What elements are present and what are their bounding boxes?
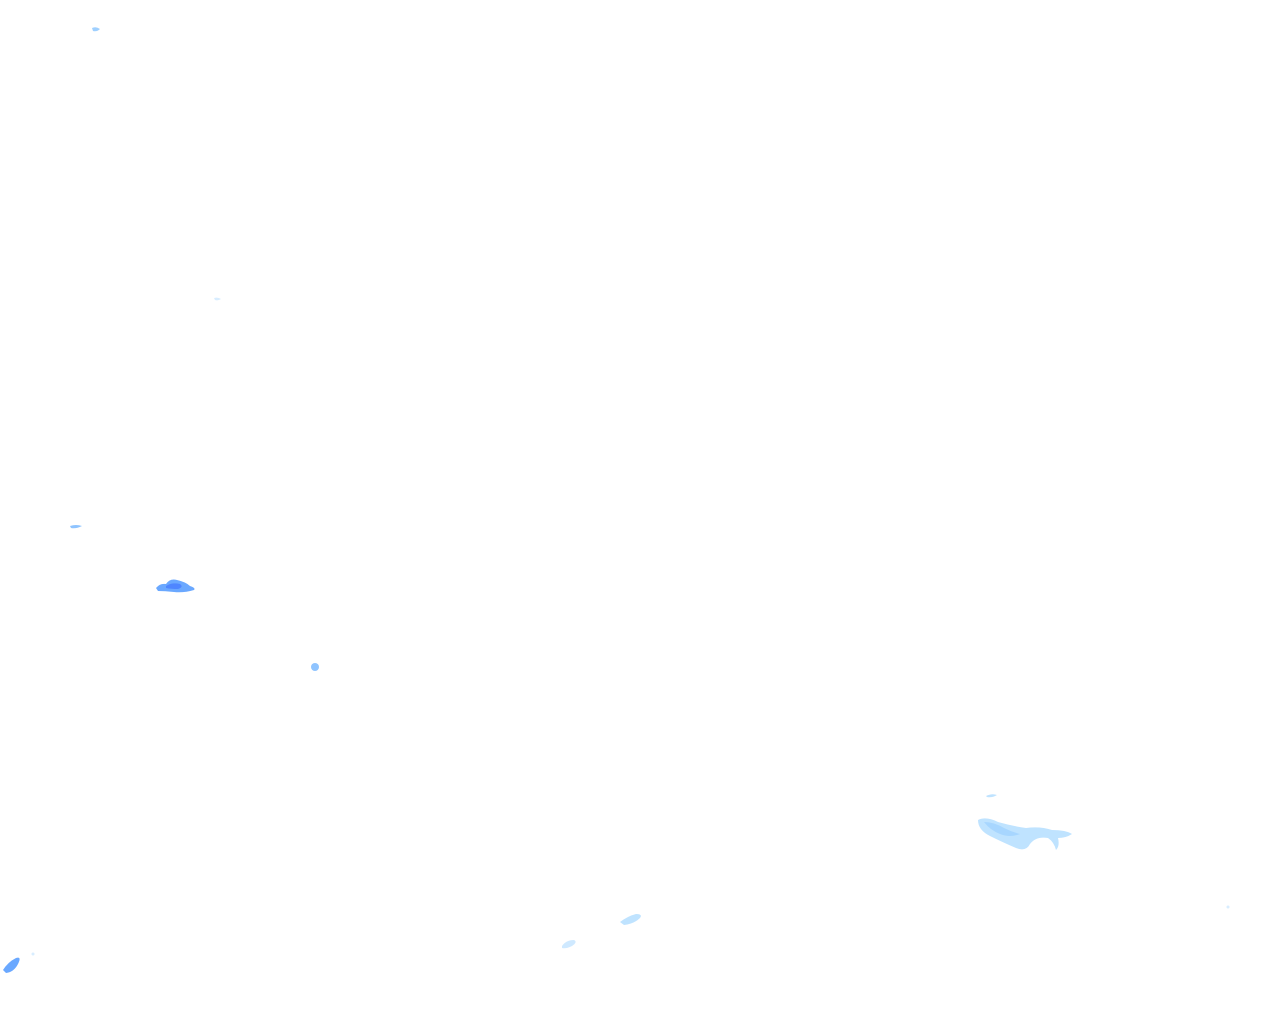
echo-7-core [984,822,1020,836]
echo-9 [562,940,576,949]
echo-11b [31,952,35,956]
echo-5 [311,663,319,671]
echo-6 [986,794,997,798]
echo-3 [70,525,82,529]
echo-8 [620,914,641,925]
echo-1 [92,27,100,32]
echo-7 [978,818,1072,850]
echo-10 [3,957,20,973]
echo-11 [1226,905,1230,909]
echo-4-core [166,583,182,589]
echo-2 [214,297,221,301]
